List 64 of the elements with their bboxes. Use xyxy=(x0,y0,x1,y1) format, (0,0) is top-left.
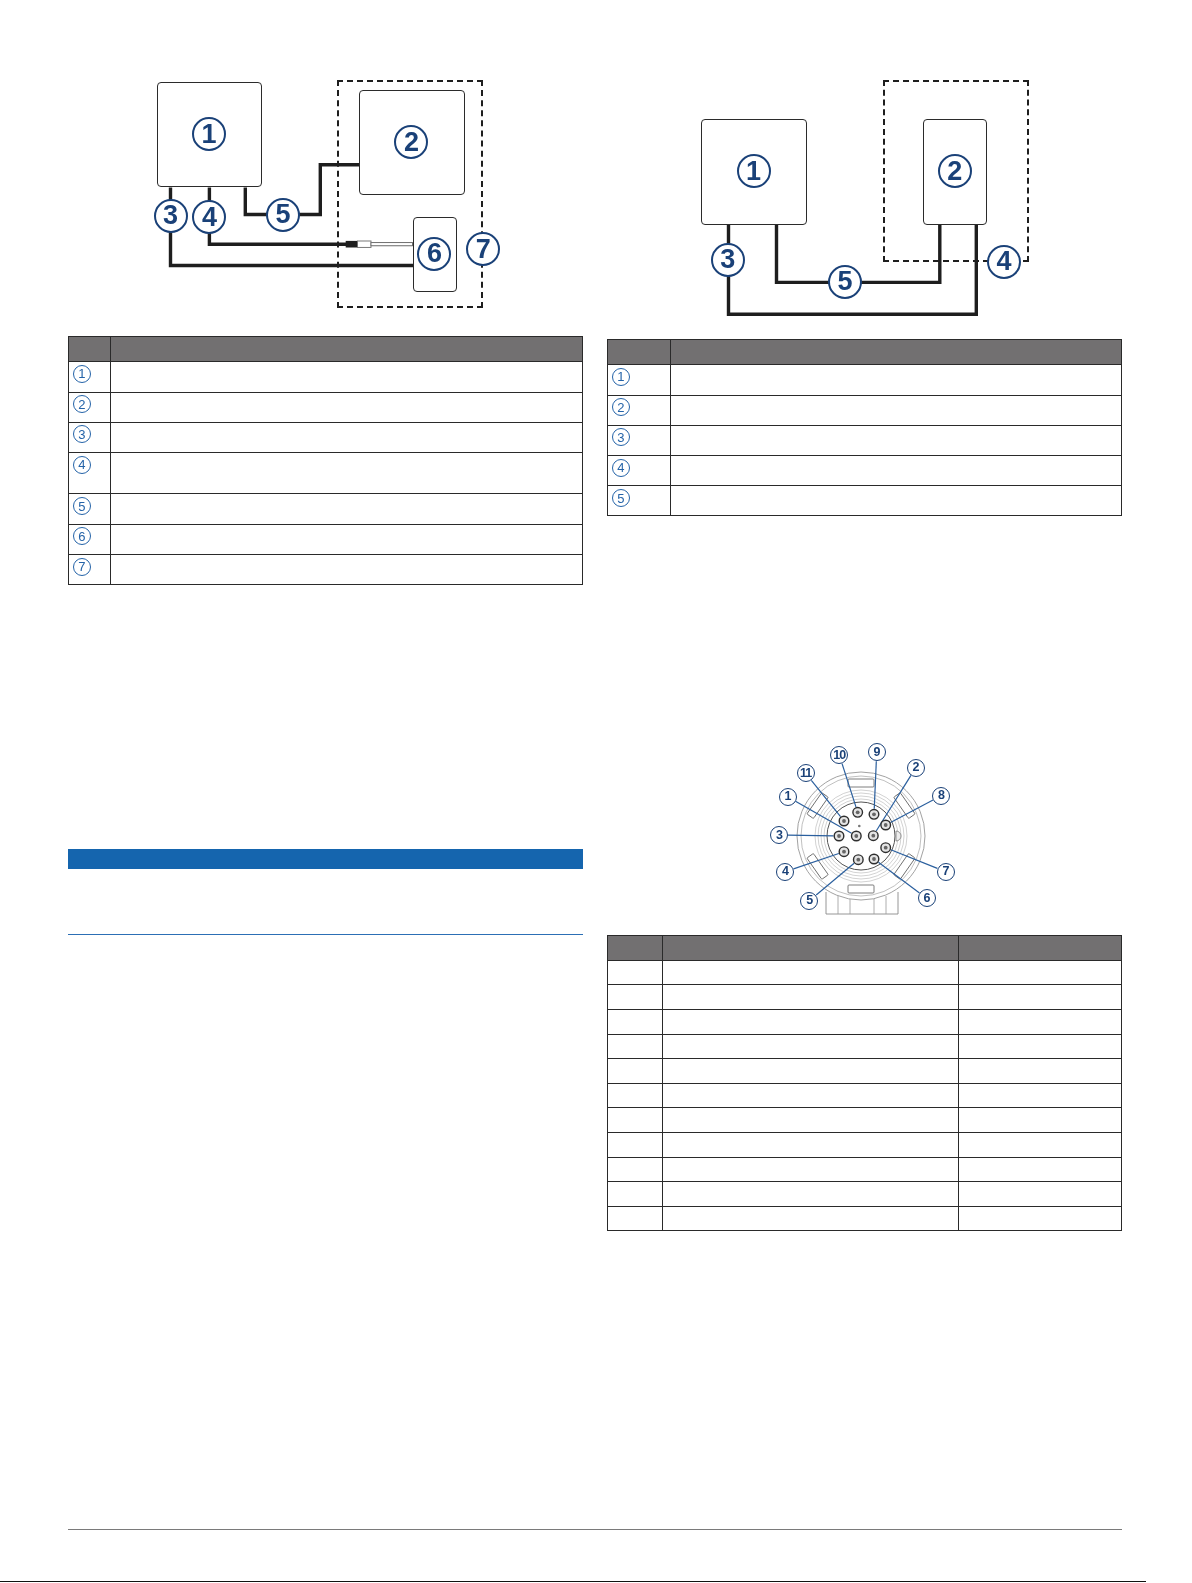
connector-pin xyxy=(868,853,880,865)
callout-number: 6 xyxy=(73,527,91,546)
leader-line xyxy=(890,849,938,869)
callout-number: 1 xyxy=(191,117,226,152)
callout-number: 4 xyxy=(612,458,630,477)
leader-line xyxy=(873,761,877,809)
callout-number: 2 xyxy=(906,758,925,777)
callout-number: 4 xyxy=(73,455,91,474)
callout-number: 5 xyxy=(828,264,863,299)
callout-number: 3 xyxy=(612,428,630,447)
connector-pin xyxy=(880,842,892,854)
device-box xyxy=(413,217,458,292)
connector-pin xyxy=(867,830,879,842)
leader-line xyxy=(841,763,857,808)
cable-line xyxy=(774,224,942,285)
callout-number: 3 xyxy=(770,826,788,844)
leader-line xyxy=(788,834,834,837)
leader-line xyxy=(795,800,852,834)
callout-number: 5 xyxy=(73,497,91,516)
device-box xyxy=(701,119,807,225)
connector-pin xyxy=(850,830,862,842)
callout-number: 1 xyxy=(612,367,630,386)
callout-number: 2 xyxy=(937,154,972,189)
callout-number: 3 xyxy=(153,198,188,233)
device-box xyxy=(359,90,465,196)
leader-line xyxy=(875,775,912,832)
connector-pin xyxy=(868,808,880,820)
callout-number: 3 xyxy=(73,425,91,444)
callout-number: 1 xyxy=(736,154,771,189)
connector-pin xyxy=(880,819,892,831)
connector-pin xyxy=(833,830,845,842)
callout-number: 8 xyxy=(932,786,950,805)
callout-number: 3 xyxy=(710,242,745,277)
callout-number: 6 xyxy=(417,236,452,271)
callout-number: 1 xyxy=(73,364,91,383)
cable-line xyxy=(168,187,413,268)
callout-number: 9 xyxy=(867,743,886,762)
leader-line xyxy=(815,862,855,896)
callout-number: 7 xyxy=(936,862,955,881)
leader-line xyxy=(890,799,934,823)
connector-pin xyxy=(852,806,864,818)
callout-number: 5 xyxy=(266,197,301,232)
callout-number: 4 xyxy=(987,244,1021,279)
callout-number: 5 xyxy=(800,891,819,910)
leader-line xyxy=(810,779,841,818)
callout-number: 4 xyxy=(776,862,794,881)
connector-pin xyxy=(838,846,850,858)
callout-number: 11 xyxy=(796,764,815,783)
callout-number: 4 xyxy=(192,200,227,235)
callout-number: 5 xyxy=(612,489,630,508)
callout-number: 10 xyxy=(830,746,849,764)
callout-number: 1 xyxy=(778,787,797,806)
connector-pin xyxy=(838,815,850,827)
callout-number: 2 xyxy=(612,398,630,417)
callout-number: 7 xyxy=(73,557,91,576)
leader-line xyxy=(793,852,839,870)
device-box xyxy=(923,119,988,225)
leader-line xyxy=(878,861,920,894)
callout-number: 2 xyxy=(73,395,91,414)
callout-number: 6 xyxy=(917,889,936,908)
device-box xyxy=(157,82,262,188)
callout-number: 7 xyxy=(466,232,501,267)
connector-pin xyxy=(852,854,864,866)
callout-number: 2 xyxy=(394,125,429,160)
